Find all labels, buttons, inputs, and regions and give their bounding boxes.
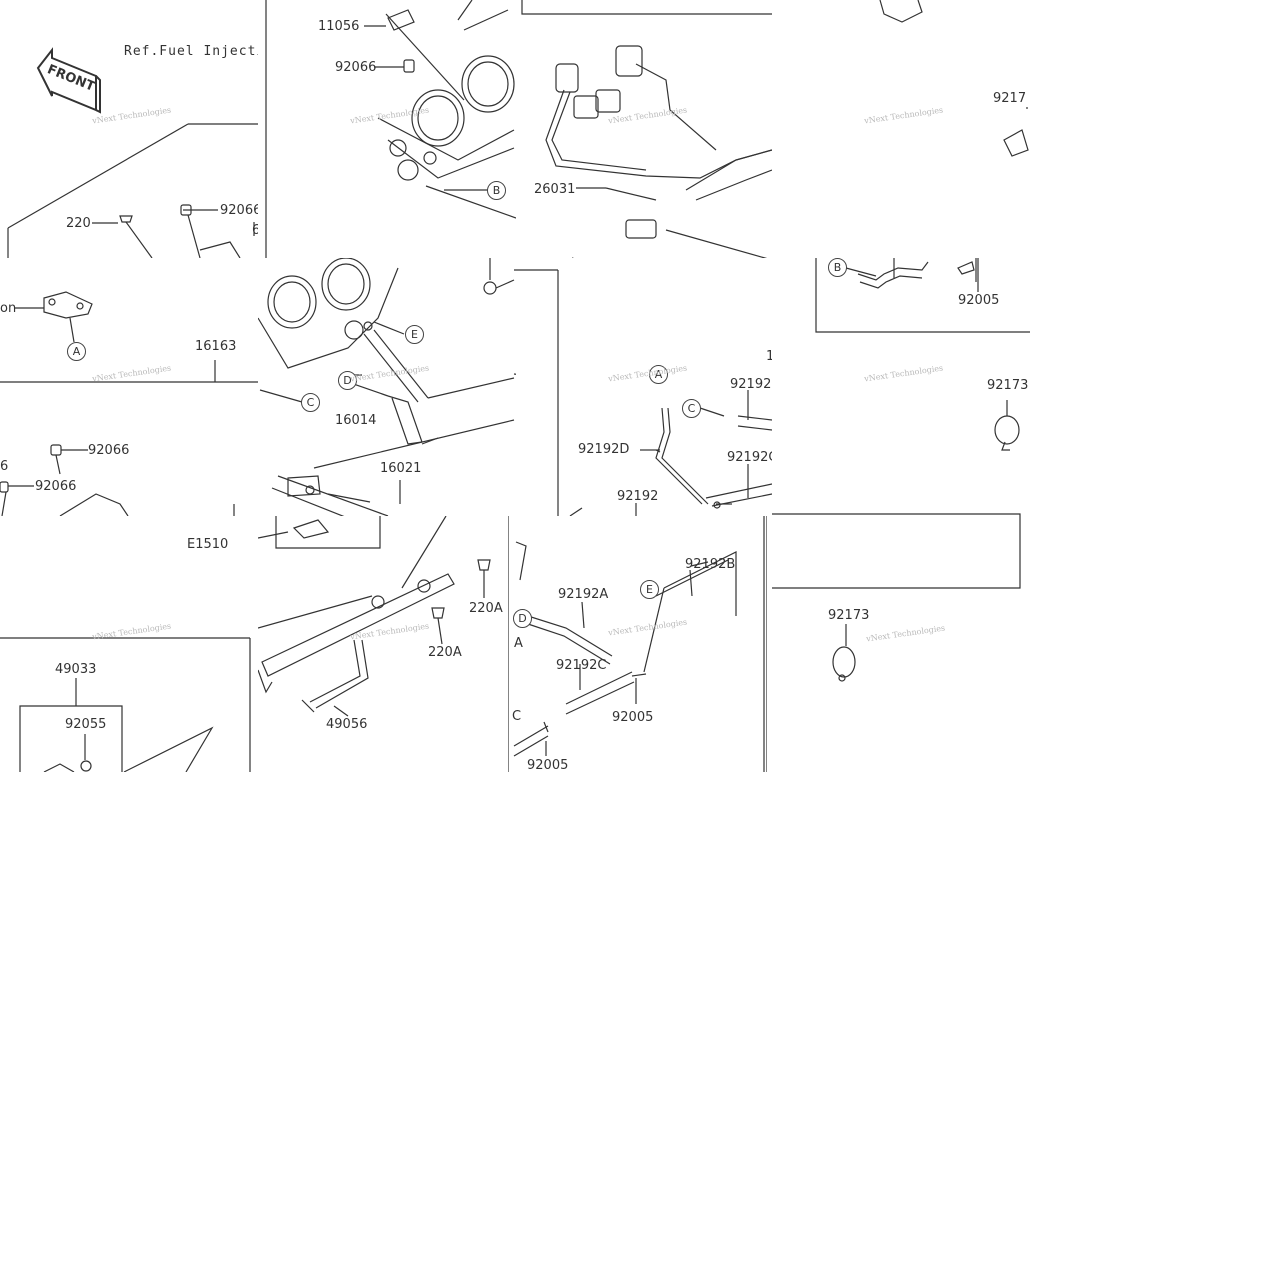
tile-r0-c3: 9217 vNext Technologies <box>772 0 1030 258</box>
part-92192D[interactable]: 92192D <box>578 442 630 457</box>
tile-r0-c0: Ref.Fuel Injectic FRONT 220 92066 6 vNex… <box>0 0 258 258</box>
part-26031[interactable]: 26031 <box>534 182 576 197</box>
part-220A-left[interactable]: 220A <box>428 645 462 660</box>
part-49056[interactable]: 49056 <box>326 717 368 732</box>
part-92055[interactable]: 92055 <box>65 717 107 732</box>
part-92192B[interactable]: 92192B <box>685 557 736 572</box>
callout-a[interactable]: A <box>67 342 86 361</box>
part-92005[interactable]: 92005 <box>958 293 1000 308</box>
part-92005-left[interactable]: 92005 <box>527 758 569 772</box>
callout-d[interactable]: D <box>513 609 532 628</box>
tile-r1-c1: E D C 16014 16021 16073 vNext Technologi… <box>258 258 516 516</box>
label-a[interactable]: A <box>514 636 523 651</box>
tile-r0-c3-drawing <box>879 0 1029 157</box>
part-49033[interactable]: 49033 <box>55 662 97 677</box>
tile-r1-c2: A C 92192 92192D 92192C 92192 1 vNext Te… <box>516 258 772 516</box>
callout-b[interactable]: B <box>828 258 847 277</box>
part-on[interactable]: on <box>0 301 17 316</box>
tile-r1-c3: B 92005 92173 vNext Technologies <box>772 258 1030 516</box>
tile-r2-c2: D E 92192B 92192A 92192C 92005 92005 A C… <box>508 516 766 772</box>
label-c[interactable]: C <box>512 709 522 724</box>
tile-r0-c1: 11056 92066 B vNext Technologies <box>258 0 516 258</box>
tile-r1-c0-drawing <box>0 291 258 516</box>
part-6[interactable]: 6 <box>252 223 258 238</box>
callout-b[interactable]: B <box>487 181 506 200</box>
tile-r2-c0-drawing <box>0 637 251 772</box>
tile-r0-c1-drawing <box>265 0 516 258</box>
part-92005-right[interactable]: 92005 <box>612 710 654 725</box>
part-E1510[interactable]: E1510 <box>187 537 229 552</box>
part-92192C[interactable]: 92192C <box>727 450 772 465</box>
callout-a[interactable]: A <box>649 365 668 384</box>
tile-r2-c1: 220A 220A 49056 vNext Technologies <box>258 516 508 772</box>
tile-r1-c2-drawing <box>516 269 772 516</box>
part-92192C[interactable]: 92192C <box>556 658 607 673</box>
tile-r1-c1-drawing <box>258 258 516 516</box>
part-220[interactable]: 220 <box>66 216 91 231</box>
callout-d[interactable]: D <box>338 371 357 390</box>
tile-r0-c2: 26031 vNext Technologies <box>516 0 772 258</box>
part-92192-upper[interactable]: 92192 <box>730 377 772 392</box>
part-16021[interactable]: 16021 <box>380 461 422 476</box>
part-92173[interactable]: 92173 <box>987 378 1029 393</box>
part-1[interactable]: 1 <box>766 349 772 364</box>
part-16163[interactable]: 16163 <box>195 339 237 354</box>
part-92066-lower[interactable]: 92066 <box>35 479 77 494</box>
part-11056[interactable]: 11056 <box>318 19 360 34</box>
tile-r2-c3: 92173 vNext Technologies <box>766 516 1030 772</box>
tile-r0-c0-drawing <box>7 47 258 258</box>
tile-r2-c3-drawing <box>766 516 1021 772</box>
tile-r1-c3-drawing <box>772 258 1030 516</box>
part-92066[interactable]: 92066 <box>220 203 258 218</box>
callout-c[interactable]: C <box>301 393 320 412</box>
tile-r2-c1-drawing <box>258 516 491 717</box>
tile-r0-c2-drawing <box>521 0 772 258</box>
part-92173[interactable]: 92173 <box>828 608 870 623</box>
tile-r2-c0: 49033 92055 E1510 vNext Technologies <box>0 516 258 772</box>
part-6[interactable]: 6 <box>0 459 9 474</box>
tile-r1-c0: on A 16163 92066 92066 6 vNext Technolog… <box>0 258 258 516</box>
ref-fuel-injection-text: Ref.Fuel Injectic <box>124 44 258 59</box>
tile-r2-c2-drawing <box>508 516 765 772</box>
part-92066-upper[interactable]: 92066 <box>88 443 130 458</box>
part-16014[interactable]: 16014 <box>335 413 377 428</box>
part-92066[interactable]: 92066 <box>335 60 377 75</box>
callout-c[interactable]: C <box>682 399 701 418</box>
part-92192A[interactable]: 92192A <box>558 587 609 602</box>
callout-e[interactable]: E <box>640 580 659 599</box>
part-9217[interactable]: 9217 <box>993 91 1027 106</box>
part-220A-right[interactable]: 220A <box>469 601 503 616</box>
part-92192-lower[interactable]: 92192 <box>617 489 659 504</box>
callout-e[interactable]: E <box>405 325 424 344</box>
